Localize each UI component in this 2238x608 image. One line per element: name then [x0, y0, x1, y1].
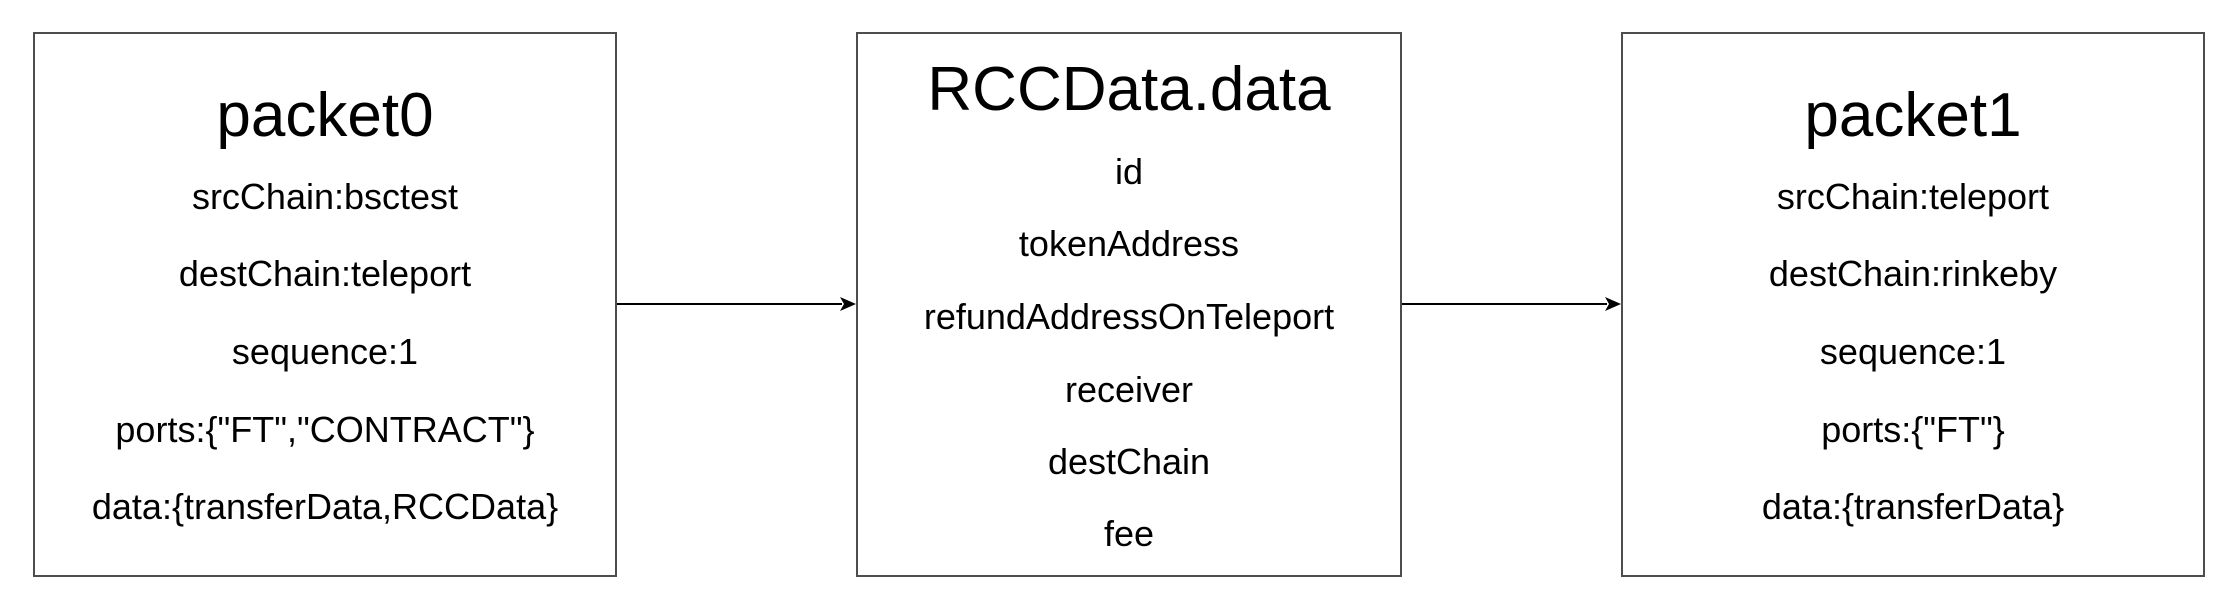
packet0-box[interactable]: packet0 srcChain:bsctest destChain:telep…	[33, 32, 617, 577]
rccdata-field-dest-chain: destChain	[1047, 441, 1211, 482]
rccdata-field-refund-address: refundAddressOnTeleport	[923, 296, 1335, 337]
packet1-field-data: data:{transferData}	[1761, 486, 2065, 527]
packet0-title: packet0	[216, 81, 434, 150]
packet0-field-src-chain: srcChain:bsctest	[191, 176, 459, 217]
arrow-packet0-to-rccdata[interactable]	[617, 297, 856, 311]
rccdata-field-fee: fee	[1103, 513, 1155, 554]
packet0-field-ports: ports:{"FT","CONTRACT"}	[115, 409, 535, 450]
packet1-box[interactable]: packet1 srcChain:teleport destChain:rink…	[1621, 32, 2205, 577]
packet0-field-data: data:{transferData,RCCData}	[91, 486, 559, 527]
packet1-field-dest-chain: destChain:rinkeby	[1768, 253, 2058, 294]
packet0-field-dest-chain: destChain:teleport	[178, 253, 472, 294]
arrow-rccdata-to-packet1[interactable]	[1402, 297, 1621, 311]
packet1-field-src-chain: srcChain:teleport	[1776, 176, 2050, 217]
rccdata-field-token-address: tokenAddress	[1018, 223, 1240, 264]
packet0-field-sequence: sequence:1	[231, 331, 419, 372]
rccdata-field-id: id	[1114, 151, 1144, 192]
packet1-title: packet1	[1804, 81, 2022, 150]
rccdata-box[interactable]: RCCData.data id tokenAddress refundAddre…	[856, 32, 1402, 577]
packet1-field-ports: ports:{"FT"}	[1821, 409, 2005, 450]
rccdata-title: RCCData.data	[927, 55, 1331, 124]
packet1-field-sequence: sequence:1	[1819, 331, 2007, 372]
rccdata-field-receiver: receiver	[1064, 369, 1194, 410]
